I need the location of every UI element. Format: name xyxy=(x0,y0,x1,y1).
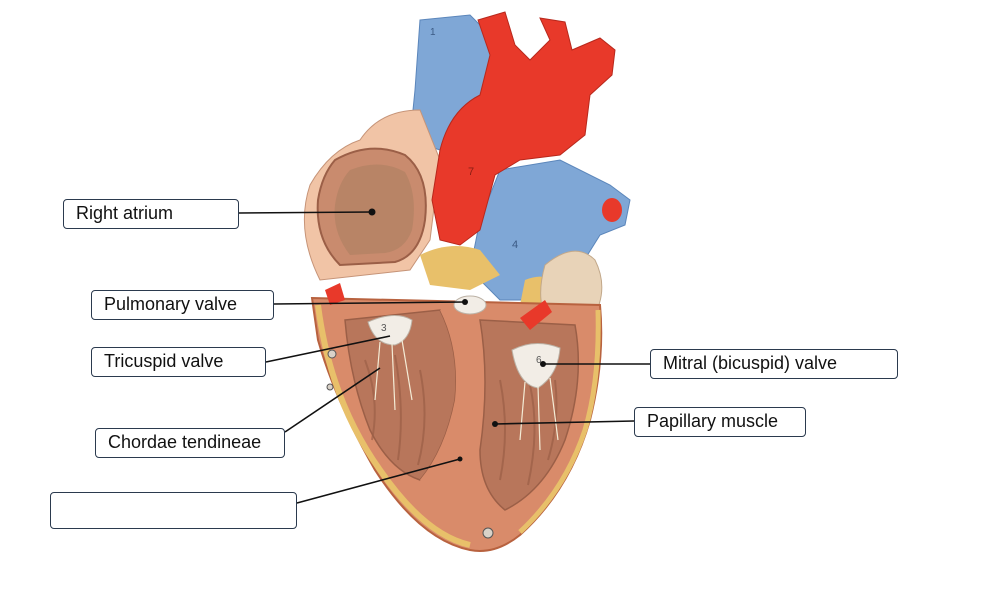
mitral-valve-leaflet xyxy=(511,343,561,389)
leader-chordae xyxy=(284,367,381,433)
label-mitral-valve: Mitral (bicuspid) valve xyxy=(650,349,898,379)
label-chordae-tendineae: Chordae tendineae xyxy=(95,428,285,458)
coronary-vessel-2 xyxy=(520,300,552,330)
leader-blank xyxy=(296,458,461,504)
model-pin-2 xyxy=(482,527,494,539)
model-pin-3 xyxy=(326,383,334,391)
epicardium-edge xyxy=(315,304,471,548)
septum xyxy=(420,310,485,520)
leader-pulmonary-valve xyxy=(273,301,466,305)
pulmonary-valve-cusp xyxy=(453,295,487,315)
epicardium-edge-right xyxy=(518,309,601,534)
leader-papillary-muscle xyxy=(494,420,635,425)
aorta xyxy=(431,11,616,246)
model-number: 7 xyxy=(468,166,474,178)
model-number: 6 xyxy=(536,355,542,366)
model-number: 4 xyxy=(512,239,518,251)
pulmonary-vein-opening xyxy=(602,198,622,222)
leader-right-atrium xyxy=(238,211,373,214)
coronary-vessel xyxy=(325,283,345,305)
model-number: 1 xyxy=(430,27,436,38)
label-papillary-muscle: Papillary muscle xyxy=(634,407,806,437)
label-right-atrium: Right atrium xyxy=(63,199,239,229)
label-pulmonary-valve: Pulmonary valve xyxy=(91,290,274,320)
model-pin xyxy=(327,349,337,359)
model-number: 3 xyxy=(381,323,387,334)
leader-tricuspid-valve xyxy=(265,335,391,363)
chordae-strands xyxy=(374,339,559,451)
leader-dots xyxy=(368,208,546,462)
epicardial-fat xyxy=(420,246,500,290)
label-blank-answer-box[interactable] xyxy=(50,492,297,529)
leader-lines xyxy=(238,211,650,504)
label-tricuspid-valve: Tricuspid valve xyxy=(91,347,266,377)
